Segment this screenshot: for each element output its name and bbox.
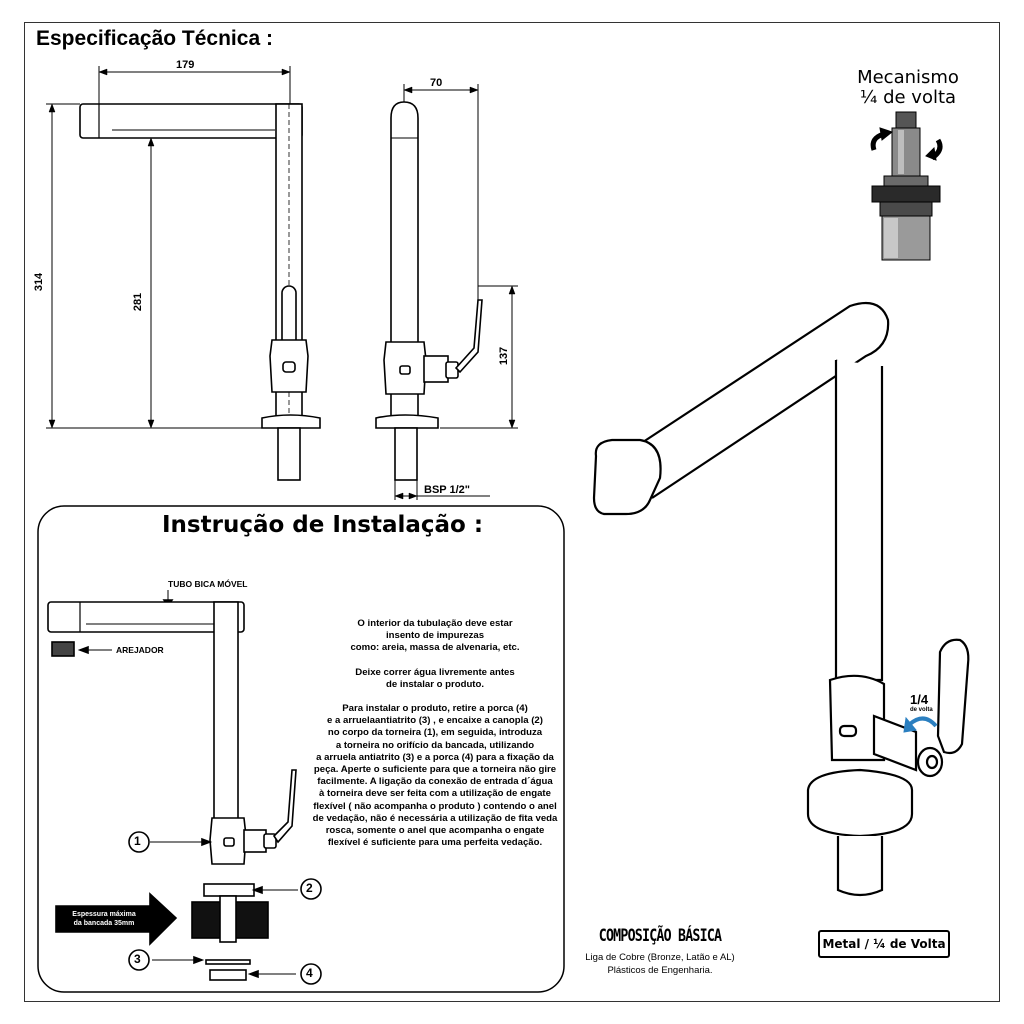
composition-line2: Plásticos de Engenharia.: [607, 965, 713, 976]
dim-side-height: 137: [498, 346, 511, 366]
dim-height-inner: 281: [132, 292, 145, 312]
callout-1: 1: [134, 834, 141, 848]
composition-title: COMPOSIÇÃO BÁSICA: [598, 926, 722, 946]
callout-2: 2: [306, 881, 313, 895]
instruction-paragraph: Deixe correr água livremente antes de in…: [355, 666, 515, 690]
mechanism-line1: Mecanismo: [857, 67, 959, 88]
label-tube: TUBO BICA MÓVEL: [168, 579, 248, 589]
instruction-paragraph: O interior da tubulação deve estar insen…: [350, 618, 520, 654]
callout-3: 3: [134, 952, 141, 966]
label-aerator: AREJADOR: [116, 645, 164, 655]
page-frame: [24, 22, 1000, 1002]
dim-side-width: 70: [430, 77, 443, 89]
mechanism-line2: ¼ de volta: [859, 87, 957, 108]
front-view-drawing: [46, 66, 321, 481]
installation-panel: [37, 505, 565, 993]
installation-drawing: [47, 590, 322, 985]
dim-thread: BSP 1/2": [424, 484, 470, 496]
composition-line1: Liga de Cobre (Bronze, Latão e AL): [585, 952, 735, 963]
installation-instructions: O interior da tubulação deve estar insen…: [300, 618, 570, 861]
instruction-paragraph: Para instalar o produto, retire a porca …: [312, 703, 558, 849]
label-thickness: Espessura máxima da bancada 35mm: [72, 911, 136, 927]
mechanism-label: Mecanismo ¼ de volta: [848, 68, 968, 108]
product-perspective-drawing: [592, 302, 970, 897]
material-badge: Metal / ¼ de Volta: [818, 930, 950, 958]
mechanism-cartridge-drawing: [870, 111, 943, 261]
installation-title: Instrução de Instalação :: [162, 512, 484, 538]
dim-height-total: 314: [33, 272, 46, 292]
dim-width-top: 179: [176, 59, 195, 71]
quarter-turn-label: 1/4: [910, 692, 929, 707]
spec-title: Especificação Técnica :: [36, 27, 273, 50]
side-view-drawing: [375, 84, 518, 500]
quarter-turn-sub: de volta: [910, 707, 933, 713]
callout-4: 4: [306, 966, 313, 980]
